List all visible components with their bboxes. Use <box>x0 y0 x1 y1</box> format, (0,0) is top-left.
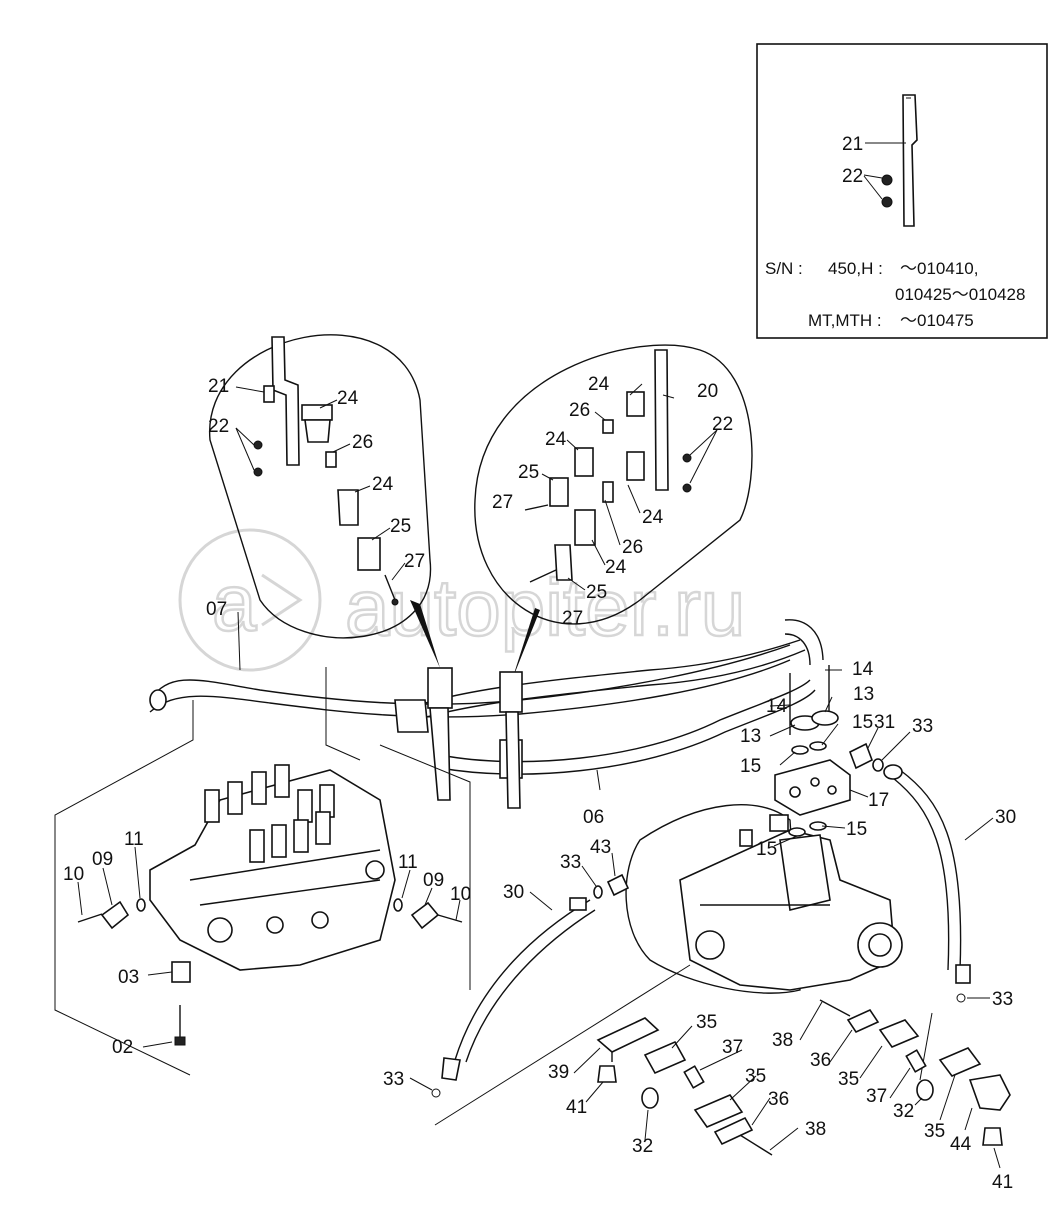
callout-15: 15 <box>852 712 873 733</box>
detail-oval-right: 24 20 26 22 24 25 27 24 26 24 25 27 <box>474 344 753 680</box>
callout-13: 13 <box>853 684 874 705</box>
lower-mounts: 35 37 39 41 32 35 36 38 38 36 35 37 32 3… <box>434 964 1013 1193</box>
callout-15: 15 <box>846 819 867 840</box>
callout-41: 41 <box>566 1097 587 1118</box>
callout-25: 25 <box>390 516 411 537</box>
sn-label: S/N : <box>765 259 803 278</box>
callout-17: 17 <box>868 790 889 811</box>
callout-21-inset: 21 <box>842 134 863 155</box>
sn-model-3: MT,MTH : <box>808 311 882 330</box>
valve-outline <box>54 667 471 1076</box>
callout-15: 15 <box>740 756 761 777</box>
detail-oval-left: 21 22 24 26 24 25 27 <box>208 334 440 668</box>
callout-09: 09 <box>423 870 444 891</box>
callout-06: 06 <box>583 807 604 828</box>
callout-07: 07 <box>206 599 227 620</box>
hose-30-left: 30 33 <box>383 882 596 1098</box>
callout-39: 39 <box>548 1062 569 1083</box>
valve-spools <box>204 764 335 863</box>
sn-range-2: 010425～010428 <box>895 285 1025 304</box>
control-valve: 10 09 11 11 09 10 03 02 <box>63 764 471 1058</box>
sn-range-3: ～010475 <box>900 311 974 330</box>
callout-30: 30 <box>503 882 524 903</box>
callout-09: 09 <box>92 849 113 870</box>
watermark-text: autopiter.ru <box>345 563 745 652</box>
svg-text:a: a <box>212 558 257 647</box>
callout-24: 24 <box>545 429 567 450</box>
callout-22: 22 <box>712 414 733 435</box>
callout-27: 27 <box>404 551 425 572</box>
callout-21: 21 <box>208 376 229 397</box>
callout-37: 37 <box>866 1086 887 1107</box>
callout-15: 15 <box>756 839 777 860</box>
callout-24: 24 <box>605 557 627 578</box>
callout-22-inset: 22 <box>842 166 863 187</box>
callout-14: 14 <box>852 659 874 680</box>
callout-24: 24 <box>337 388 359 409</box>
callout-33: 33 <box>992 989 1013 1010</box>
callout-03: 03 <box>118 967 139 988</box>
sn-range-1: ～010410, <box>900 259 978 278</box>
sn-model-1: 450,H : <box>828 259 883 278</box>
callout-11: 11 <box>398 852 418 873</box>
callout-26: 26 <box>622 537 643 558</box>
callout-32: 32 <box>632 1136 653 1157</box>
callout-35: 35 <box>924 1121 945 1142</box>
inset-box: 21 22 S/N : 450,H : ～010410, 010425～0104… <box>756 43 1048 339</box>
callout-36: 36 <box>768 1089 789 1110</box>
callout-26: 26 <box>569 400 590 421</box>
callout-10: 10 <box>63 864 84 885</box>
pump-assembly: 14 14 13 13 15 15 15 15 31 33 17 33 43 <box>560 659 933 994</box>
hoses-upper: 07 06 <box>149 599 824 828</box>
callout-32: 32 <box>893 1101 914 1122</box>
callout-35: 35 <box>745 1066 766 1087</box>
callout-24: 24 <box>642 507 664 528</box>
callout-33: 33 <box>383 1069 404 1090</box>
callout-25: 25 <box>518 462 539 483</box>
callout-30: 30 <box>995 807 1016 828</box>
callout-38: 38 <box>772 1030 793 1051</box>
callout-10: 10 <box>450 884 471 905</box>
callout-20: 20 <box>697 381 718 402</box>
callout-25: 25 <box>586 582 607 603</box>
callout-27: 27 <box>562 608 583 629</box>
callout-24: 24 <box>372 474 394 495</box>
callout-36: 36 <box>810 1050 831 1071</box>
callout-22: 22 <box>208 416 229 437</box>
callout-33: 33 <box>560 852 581 873</box>
callout-38: 38 <box>805 1119 826 1140</box>
callout-13: 13 <box>740 726 761 747</box>
callout-33: 33 <box>912 716 933 737</box>
callout-41: 41 <box>992 1172 1013 1193</box>
callout-43: 43 <box>590 837 611 858</box>
callout-44: 44 <box>950 1134 972 1155</box>
callout-02: 02 <box>112 1037 133 1058</box>
callout-35: 35 <box>696 1012 717 1033</box>
callout-11: 11 <box>124 829 144 850</box>
callout-14: 14 <box>766 696 788 717</box>
watermark: a autopiter.ru <box>178 528 747 672</box>
callout-37: 37 <box>722 1037 743 1058</box>
callout-31: 31 <box>874 712 895 733</box>
callout-35: 35 <box>838 1069 859 1090</box>
callout-26: 26 <box>352 432 373 453</box>
hose-30-right: 30 33 <box>883 764 1016 1010</box>
callout-27: 27 <box>492 492 513 513</box>
callout-24: 24 <box>588 374 610 395</box>
